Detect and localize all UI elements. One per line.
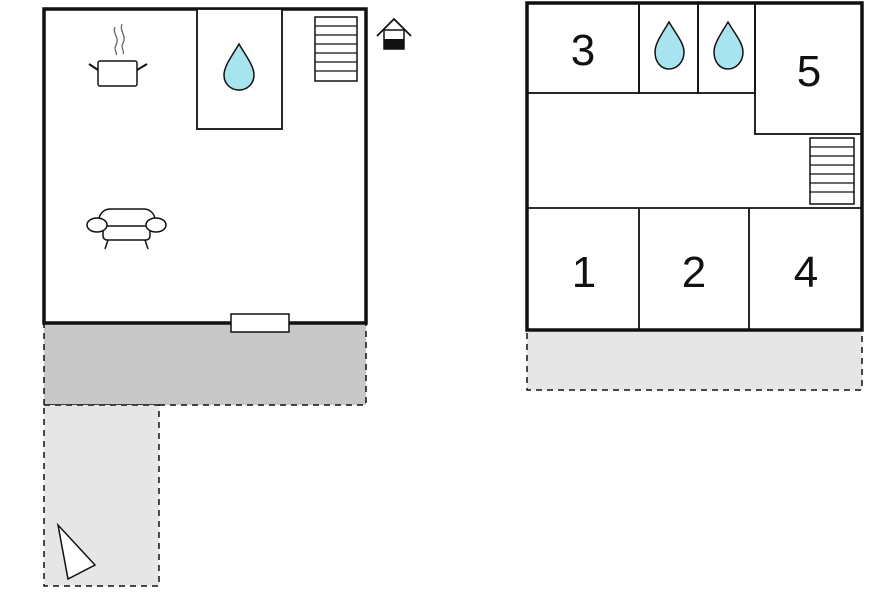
balcony	[526, 329, 863, 391]
room-1-label: 1	[572, 248, 596, 297]
water-drop-icon	[713, 20, 744, 70]
stairs-icon	[314, 16, 358, 82]
door-icon	[230, 313, 290, 333]
room-5-outline	[754, 2, 863, 135]
room-2-label: 2	[682, 248, 706, 297]
house-outdoor-icon	[376, 17, 412, 50]
north-arrow-icon	[56, 522, 97, 581]
upper-floor-walls	[525, 1, 864, 332]
stairs-icon	[809, 137, 855, 205]
upper-floor: 3 5 1 2 4	[525, 1, 864, 391]
room-5-label: 5	[797, 47, 821, 96]
water-drop-icon	[223, 42, 255, 91]
cooking-pot-icon	[88, 23, 148, 87]
room-3-label: 3	[571, 26, 595, 75]
room-4-label: 4	[794, 248, 818, 297]
sofa-icon	[86, 208, 167, 250]
terrace-path	[43, 404, 160, 587]
water-drop-icon	[654, 20, 685, 70]
terrace-covered	[43, 322, 367, 406]
ground-floor	[42, 7, 412, 587]
